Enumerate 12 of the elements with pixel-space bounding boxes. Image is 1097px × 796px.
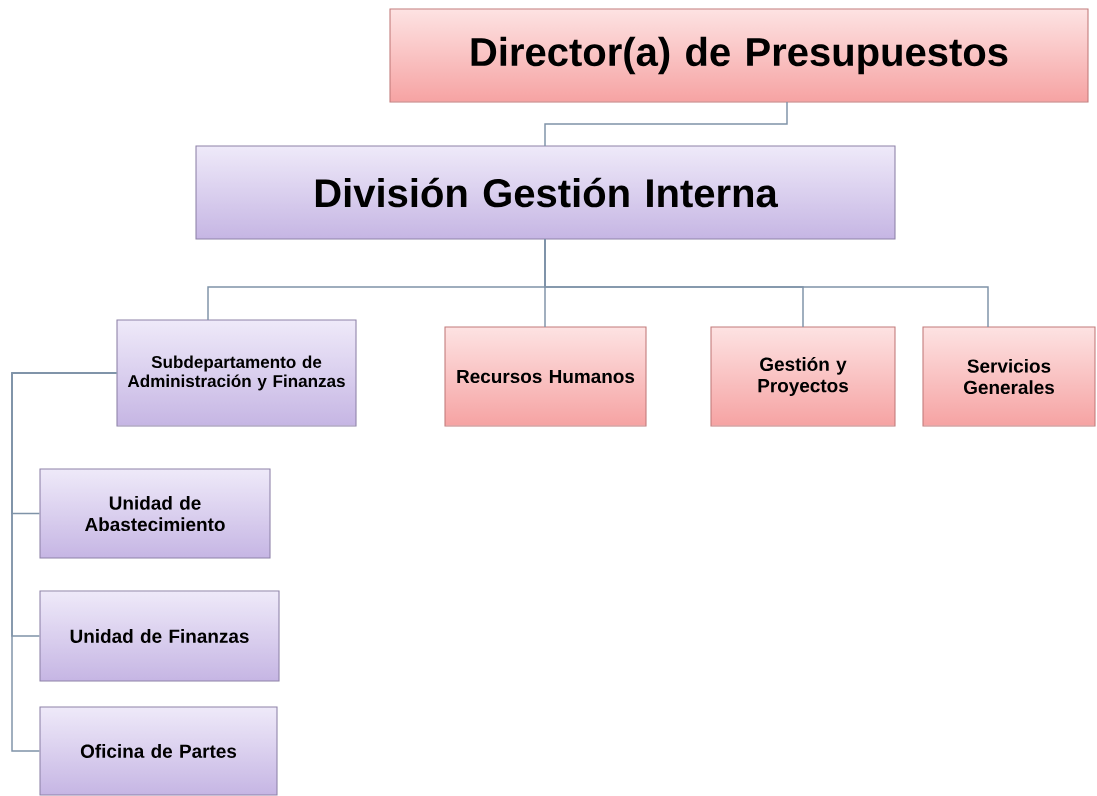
connector-line [544, 101, 788, 147]
division-box: División Gestión Interna [195, 145, 896, 240]
unit-box: Recursos Humanos [444, 326, 647, 427]
connector-line [11, 372, 118, 752]
unit-box: Unidad de Finanzas [39, 590, 280, 682]
connector-line [544, 238, 989, 328]
unit-box: Gestión y Proyectos [710, 326, 896, 427]
unit-box: Servicios Generales [922, 326, 1096, 427]
unit-box: Unidad de Abastecimiento [39, 468, 271, 559]
title-box: Director(a) de Presupuestos [389, 8, 1089, 103]
department-box: Subdepartamento de Administración y Finanzas [116, 319, 357, 427]
unit-box: Oficina de Partes [39, 706, 278, 796]
